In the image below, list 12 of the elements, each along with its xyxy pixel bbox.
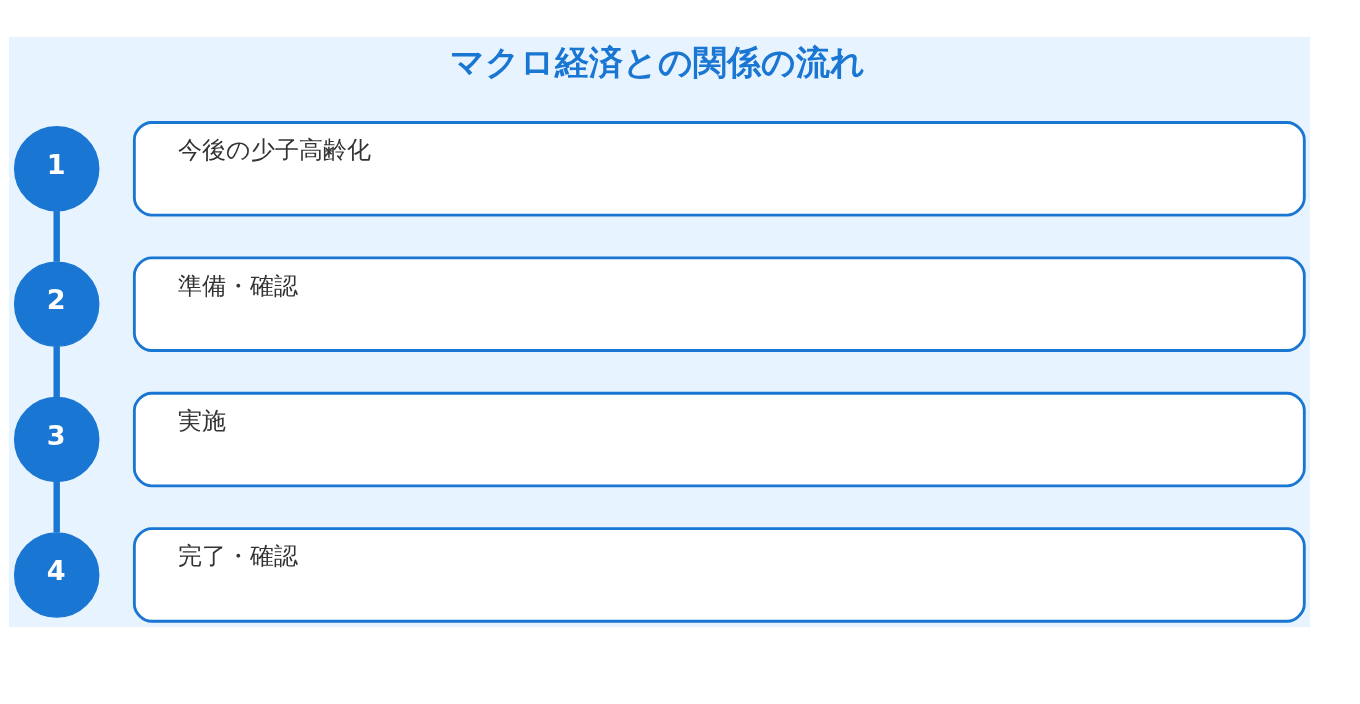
connector xyxy=(53,210,60,262)
node-box: 実施 xyxy=(132,391,1306,487)
node-box: 今後の少子高齢化 xyxy=(132,120,1306,217)
node-box: 準備・確認 xyxy=(132,255,1306,352)
node-circle: 2 xyxy=(13,260,100,347)
connector xyxy=(53,481,60,533)
diagram-title: マクロ経済との関係の流れ xyxy=(450,41,865,82)
node-circle: 1 xyxy=(13,125,100,212)
node-circle: 4 xyxy=(13,531,100,618)
node-circle: 3 xyxy=(13,396,100,482)
node-box: 完了・確認 xyxy=(132,526,1306,623)
connector xyxy=(53,345,60,397)
